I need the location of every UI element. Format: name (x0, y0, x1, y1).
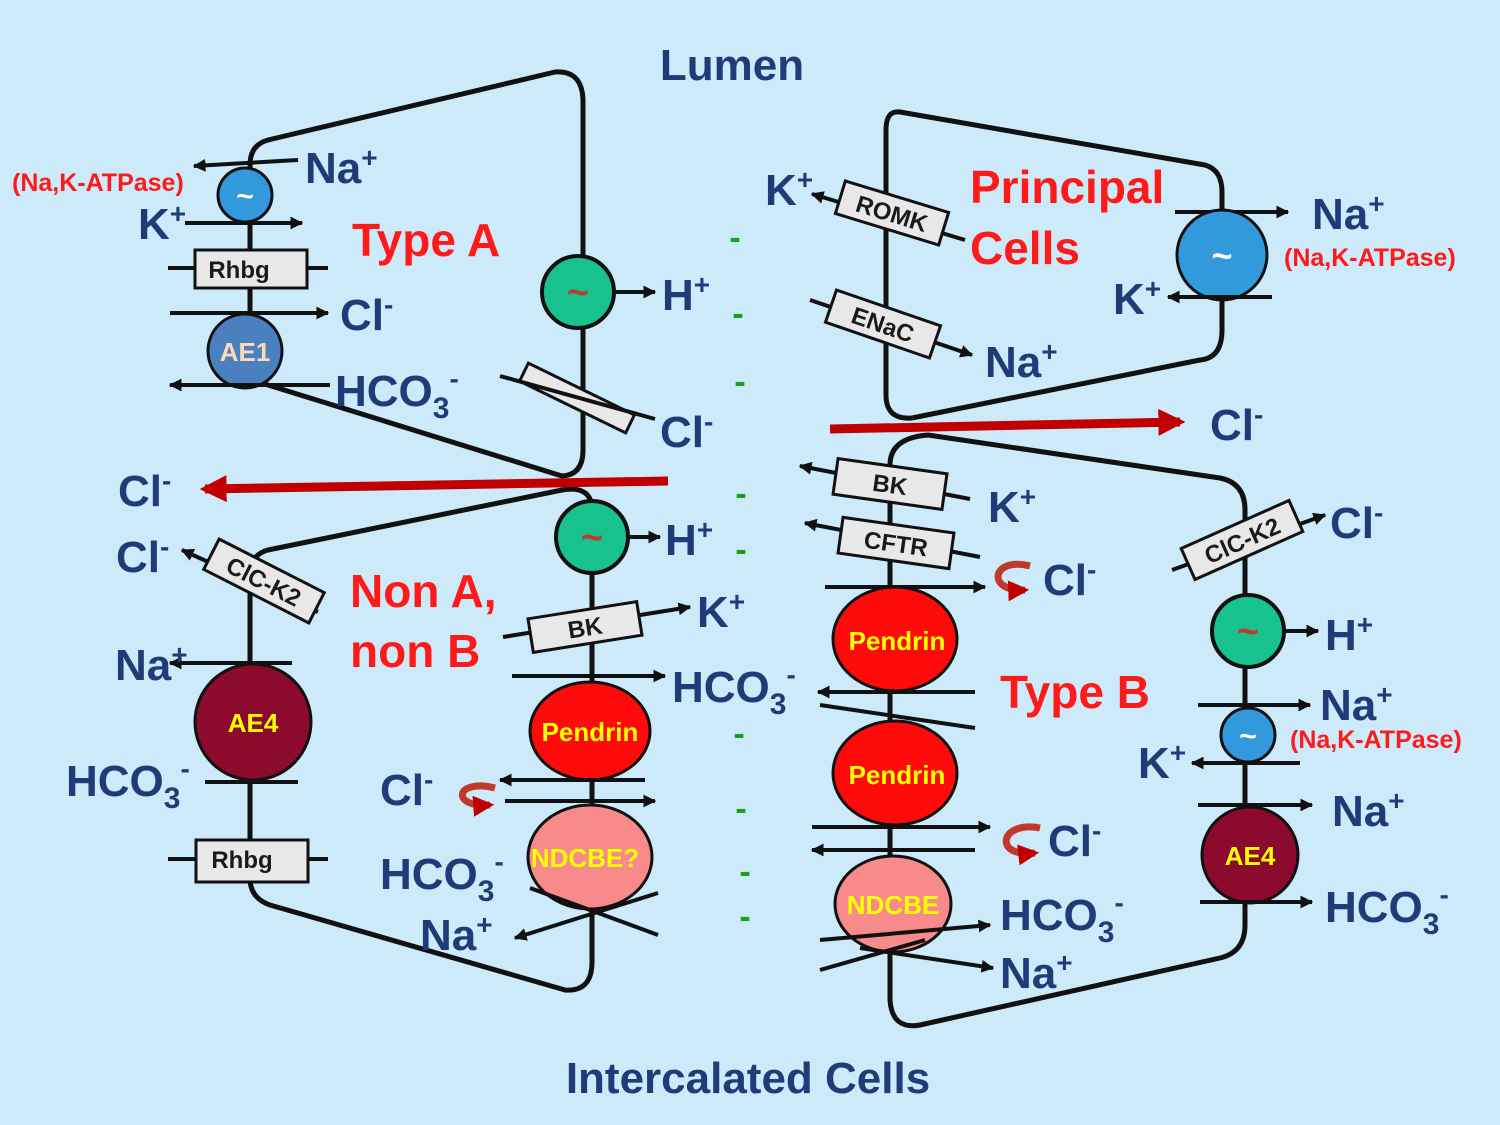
principal-cell-membrane (883, 109, 1225, 421)
ion-k: K+ (697, 586, 745, 637)
ion-hco3: HCO3- (1325, 879, 1449, 941)
negative-charge: - (733, 715, 744, 753)
negative-charge: - (739, 853, 750, 891)
ion-na: Na+ (420, 909, 493, 960)
ndcbe-q-label: NDCBE? (531, 843, 639, 873)
ion-na: Na+ (1332, 785, 1405, 836)
ion-h: H+ (1325, 609, 1373, 660)
ae1-label: AE1 (220, 337, 271, 367)
ion-cl: Cl- (660, 406, 713, 457)
na-k-atpase-pump (1175, 208, 1269, 302)
ae1-exchanger (206, 312, 284, 390)
ion-cl: Cl- (380, 764, 433, 815)
h-atpase-pump (1210, 593, 1286, 669)
ion-cl: Cl- (116, 531, 169, 582)
romk-channel (833, 179, 951, 247)
cftr-channel (836, 515, 956, 571)
clck2-channel (201, 537, 327, 625)
pendrin-label: Pendrin (849, 760, 946, 790)
ion-k: K+ (765, 164, 813, 215)
ion-hco3: HCO3- (380, 846, 504, 908)
ion-cl: Cl- (118, 465, 171, 516)
ion-na: Na+ (1320, 679, 1393, 730)
atpase-label: (Na,K-ATPase) (1284, 244, 1456, 272)
ion-k: K+ (1138, 737, 1186, 788)
principal-label-line2: Cells (970, 222, 1080, 274)
negative-charge: - (739, 898, 750, 936)
h-pump-symbol: ~ (567, 272, 589, 314)
negative-charge: - (732, 295, 743, 333)
bk-channel (526, 599, 644, 655)
enac-channel (823, 288, 943, 360)
bk-label: BK (566, 612, 605, 644)
ion-na: Na+ (1312, 188, 1385, 239)
ndcbe-label: NDCBE (847, 890, 939, 920)
lumen-title: Lumen (660, 41, 804, 90)
ion-cl: Cl- (340, 289, 393, 340)
bk-label: BK (871, 470, 910, 502)
non-ab-label-line2: non B (350, 625, 480, 677)
negative-charge: - (735, 790, 746, 828)
negative-charge: - (734, 363, 745, 401)
recycle-arrow-icon (458, 782, 496, 817)
ion-na: Na+ (305, 142, 378, 193)
atpase-symbol: ~ (1239, 720, 1257, 753)
ion-cl: Cl- (1043, 554, 1096, 605)
type-a-transporters: Na+ (Na,K-ATPase) ~ K+ Rhbg Cl- AE1 HCO3… (12, 142, 713, 457)
ion-cl: Cl- (1210, 399, 1263, 450)
h-pump-symbol: ~ (581, 517, 603, 559)
type-a-cell-membrane (247, 69, 586, 479)
ion-k: K+ (1113, 273, 1161, 324)
rhbg-channel (194, 838, 310, 884)
atpase-symbol: ~ (1211, 235, 1232, 276)
type-a-label: Type A (352, 214, 500, 266)
h-pump-symbol: ~ (1237, 611, 1259, 653)
clck2-channel (1179, 498, 1305, 582)
cell-membranes (247, 69, 1248, 1029)
recycle-arrow-icon (994, 560, 1031, 602)
negative-charge: - (735, 475, 746, 513)
pendrin-label: Pendrin (849, 626, 946, 656)
type-b-cell-membrane (887, 432, 1248, 1029)
ion-h: H+ (665, 514, 713, 565)
negative-charge: - (729, 219, 740, 257)
h-atpase-pump (540, 254, 616, 330)
ion-na: Na+ (115, 639, 188, 690)
ion-k: K+ (138, 198, 186, 249)
ion-hco3: HCO3- (66, 753, 190, 815)
principal-label-line1: Principal (970, 161, 1164, 213)
ion-hco3: HCO3- (672, 659, 796, 721)
type-b-label: Type B (1000, 666, 1150, 718)
non-ab-label-line1: Non A, (350, 565, 497, 617)
chloride-flux-arrow-left (199, 475, 669, 503)
negative-charge: - (735, 531, 746, 569)
rhbg-channel (193, 248, 309, 290)
rhbg-label: Rhbg (211, 847, 272, 874)
ae4-label: AE4 (228, 708, 279, 738)
ae4-label: AE4 (1225, 841, 1276, 871)
chloride-flux-arrow-right (829, 408, 1186, 436)
ion-h: H+ (662, 269, 710, 320)
type-b-transporters: BK K+ CFTR Cl- Pendrin Pendrin Cl- NDCBE… (798, 456, 1462, 998)
ion-na: Na+ (985, 336, 1058, 387)
atpase-symbol: ~ (236, 180, 254, 213)
atpase-label: (Na,K-ATPase) (1290, 726, 1462, 754)
ion-na: Na+ (1000, 947, 1073, 998)
ion-hco3: HCO3- (335, 363, 459, 425)
atpase-label: (Na,K-ATPase) (12, 169, 184, 197)
non-ab-transporters: Cl- ~ H+ BK K+ HCO3- Pendrin Cl- NDCBE? … (66, 465, 796, 960)
ion-cl: Cl- (1330, 497, 1383, 548)
bk-channel (831, 456, 949, 512)
ion-cl: Cl- (1048, 815, 1101, 866)
pendrin-label: Pendrin (542, 717, 639, 747)
recycle-arrow-icon (1002, 823, 1041, 866)
ion-hco3: HCO3- (1000, 887, 1124, 949)
intercalated-cells-title: Intercalated Cells (566, 1054, 930, 1103)
lumen-negative-charges: - - - - - - - - - (729, 219, 750, 936)
ion-k: K+ (988, 481, 1036, 532)
rhbg-label: Rhbg (208, 257, 269, 284)
